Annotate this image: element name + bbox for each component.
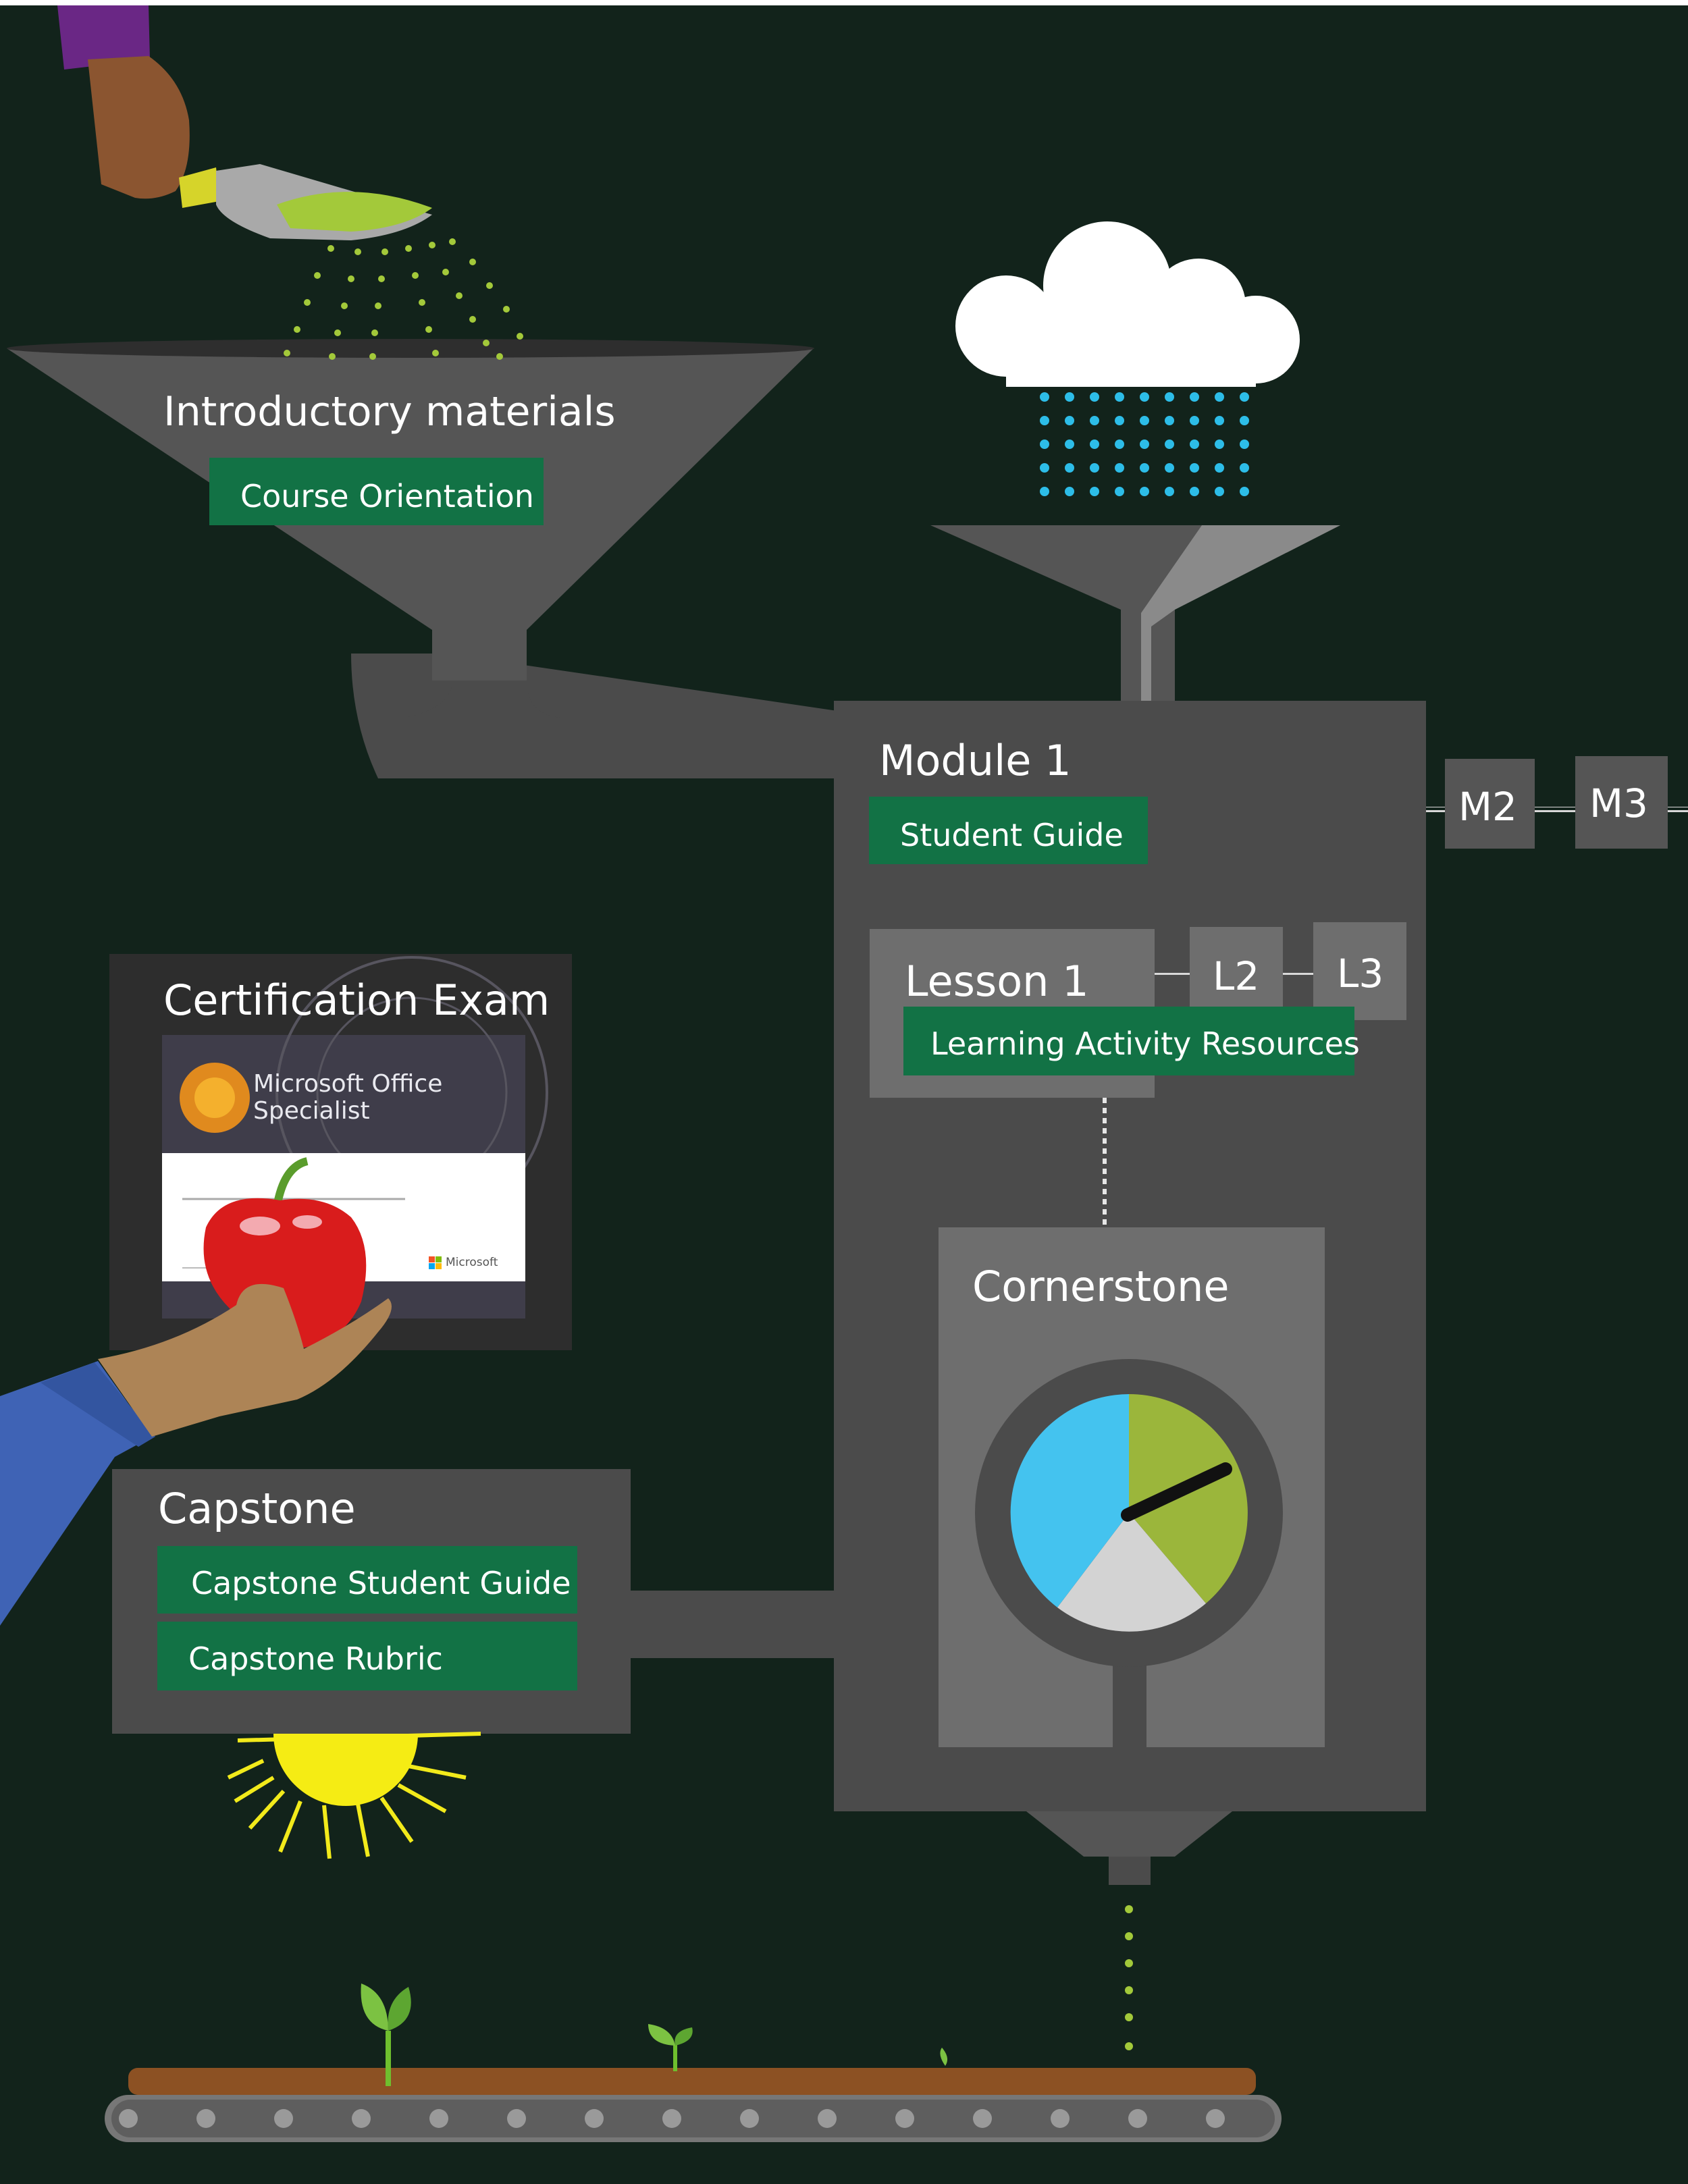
intro-title: Introductory materials [163,388,616,435]
certificate-brand-line2: Specialist [253,1097,370,1125]
lesson-2-box [1190,927,1283,1020]
student-guide-resource[interactable]: Student Guide [869,797,1148,864]
module-2-box [1445,759,1535,849]
hand-icon [57,5,190,199]
trowel-icon [179,164,432,240]
capstone-title: Capstone [158,1484,356,1533]
learning-activity-resource[interactable]: Learning Activity Resources [903,1007,1360,1075]
module-chain [1426,807,1445,812]
output-hopper [1026,1811,1232,1857]
sleeve-icon [0,1361,155,1626]
cloud-icon [955,221,1300,387]
gauge-icon [975,1359,1283,1751]
sprout-icon [361,1983,948,2086]
conveyor-belt-icon [105,2068,1282,2142]
capstone-student-guide-resource[interactable]: Capstone Student Guide [157,1546,577,1614]
certificate-brand-line1: Microsoft Office [253,1070,443,1098]
module-3-box [1575,756,1668,849]
sun-icon [227,1732,481,1859]
rain-drops [1040,392,1249,496]
course-orientation-resource[interactable]: Course Orientation [209,458,544,525]
intro-funnel-rim [7,339,814,358]
lesson-chain [1155,973,1190,977]
capstone-connector [628,1591,837,1658]
lesson-3-box [1313,922,1406,1020]
hand-holding-icon [98,1283,392,1437]
certificate-microsoft-logo: Microsoft [446,1256,498,1269]
certification-title: Certification Exam [163,976,550,1025]
lesson-title: Lesson 1 [905,957,1089,1006]
module-3-label[interactable]: M3 [1589,780,1648,826]
module-title: Module 1 [879,736,1072,785]
falling-seeds [1125,1905,1133,2050]
falling-soil [284,238,523,360]
diagram-canvas: Introductory materials Course Orientatio… [0,5,1688,2184]
module-2-label[interactable]: M2 [1458,784,1517,830]
cornerstone-title: Cornerstone [972,1262,1230,1311]
mos-badge-icon [180,1063,250,1133]
lesson-3-label[interactable]: L3 [1337,951,1384,996]
capstone-rubric-resource[interactable]: Capstone Rubric [157,1622,577,1690]
lesson-2-label[interactable]: L2 [1213,953,1260,999]
